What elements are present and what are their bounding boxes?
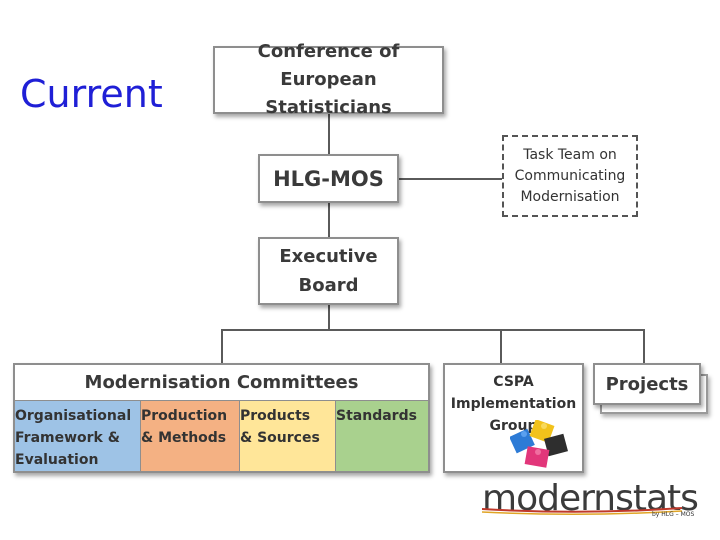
logo-subtext: by HLG – MOS — [652, 511, 695, 518]
committee-standards: Standards — [335, 400, 428, 471]
task-team-box: Task Team on Communicating Modernisation — [502, 135, 638, 217]
page-heading: Current — [20, 72, 163, 116]
modernisation-committees: Modernisation Committees Organisational … — [13, 363, 430, 473]
executive-line-1: Executive — [279, 246, 378, 267]
cspa-line-1: CSPA — [493, 374, 534, 390]
puzzle-pieces-icon — [510, 420, 568, 468]
committee-standards-line-1: Standards — [336, 408, 417, 424]
committee-products: Products & Sources — [239, 400, 335, 471]
committee-organisational: Organisational Framework & Evaluation — [15, 400, 140, 471]
projects-box: Projects — [593, 363, 701, 405]
task-team-line-3: Modernisation — [520, 188, 620, 205]
connector-conference-hlg — [328, 113, 330, 155]
committee-org-line-3: Evaluation — [15, 452, 99, 468]
committee-products-line-1: Products — [240, 408, 311, 424]
conference-line-1: Conference of — [257, 41, 400, 62]
committee-prod-line-2: & Methods — [141, 430, 227, 446]
conference-line-2: European Statisticians — [265, 69, 392, 118]
committee-org-line-2: Framework & — [15, 430, 120, 446]
committee-org-line-1: Organisational — [15, 408, 132, 424]
committee-production: Production & Methods — [140, 400, 239, 471]
connector-to-projects — [643, 329, 645, 363]
committees-title: Modernisation Committees — [84, 372, 359, 393]
connector-hlg-executive — [328, 202, 330, 238]
logo-stripes-icon — [482, 507, 682, 516]
connector-hlg-taskteam — [398, 178, 502, 180]
connector-horizontal-bus — [221, 329, 645, 331]
task-team-line-2: Communicating — [514, 167, 626, 184]
hlg-mos-box: HLG-MOS — [258, 154, 399, 203]
committee-products-line-2: & Sources — [240, 430, 320, 446]
connector-executive-down — [328, 304, 330, 330]
executive-board-box: Executive Board — [258, 237, 399, 305]
conference-box: Conference of European Statisticians — [213, 41, 444, 118]
connector-to-cspa — [500, 329, 502, 363]
hlg-mos-label: HLG-MOS — [273, 166, 384, 191]
projects-label: Projects — [605, 373, 689, 395]
cspa-line-2: Implementation — [450, 396, 577, 412]
committee-prod-line-1: Production — [141, 408, 228, 424]
cspa-box: CSPA Implementation Group — [443, 363, 584, 473]
executive-line-2: Board — [298, 275, 359, 296]
connector-to-committees — [221, 329, 223, 363]
task-team-line-1: Task Team on — [523, 146, 617, 163]
